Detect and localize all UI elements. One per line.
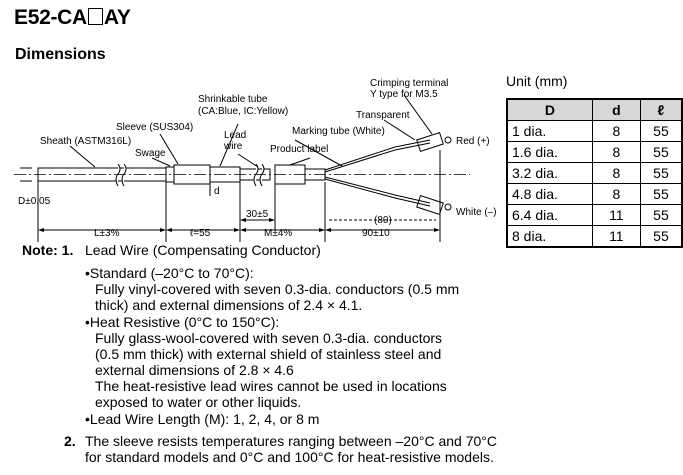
unit-label: Unit (mm) xyxy=(506,73,568,89)
cell-D: 1 dia. xyxy=(506,120,593,142)
cell-D: 6.4 dia. xyxy=(506,204,593,226)
label-lead-1: Lead xyxy=(224,130,246,141)
table-header-row: D d ℓ xyxy=(506,98,683,121)
header-l: ℓ xyxy=(639,98,683,121)
label-L: L±3% xyxy=(94,228,120,239)
label-shrinkable-1: Shrinkable tube xyxy=(198,94,268,105)
page-title: E52-CA AY xyxy=(14,6,131,30)
cell-D: 8 dia. xyxy=(506,225,593,248)
cell-l: 55 xyxy=(639,120,683,142)
cell-d: 8 xyxy=(591,183,641,205)
cell-l: 55 xyxy=(639,141,683,163)
heat-line-2: (0.5 mm thick) with external shield of s… xyxy=(95,346,442,362)
heat-line-1: Fully glass-wool-covered with seven 0.3-… xyxy=(95,330,443,346)
label-D: D±0.05 xyxy=(18,196,51,207)
label-shrinkable-2: (CA:Blue, IC:Yellow) xyxy=(198,106,288,117)
cell-d: 8 xyxy=(591,162,641,184)
note-1-label: Note: 1. xyxy=(22,242,74,258)
label-l: ℓ=55 xyxy=(190,228,211,239)
label-M: M±4% xyxy=(264,228,292,239)
title-suffix: AY xyxy=(103,6,131,29)
cell-D: 3.2 dia. xyxy=(506,162,593,184)
cell-l: 55 xyxy=(639,162,683,184)
heat-line-5: exposed to water or other liquids. xyxy=(95,394,302,410)
heat-line-4: The heat-resistive lead wires cannot be … xyxy=(95,378,447,394)
note-2-line-2: for standard models and 0°C and 100°C fo… xyxy=(85,449,494,465)
standard-heading: •Standard (–20°C to 70°C): xyxy=(85,265,254,281)
heat-line-3: external dimensions of 2.8 × 4.6 xyxy=(95,362,294,378)
label-30: 30±5 xyxy=(246,209,269,220)
cell-l: 55 xyxy=(639,204,683,226)
header-d: d xyxy=(591,98,641,121)
red-terminal-shape xyxy=(416,131,444,153)
label-red: Red (+) xyxy=(456,136,490,147)
cell-D: 1.6 dia. xyxy=(506,141,593,163)
white-terminal-shape xyxy=(416,194,444,216)
thermocouple-diagram: Sheath (ASTM316L) Sleeve (SUS304) Swage … xyxy=(14,78,497,242)
label-lead-2: wire xyxy=(223,141,243,152)
label-crimp-1: Crimping terminal xyxy=(370,78,448,89)
cell-D: 4.8 dia. xyxy=(506,183,593,205)
label-transparent: Transparent xyxy=(356,110,410,121)
label-marking-tube: Marking tube (White) xyxy=(292,126,385,137)
note-2-label: 2. xyxy=(64,433,76,449)
heat-heading: •Heat Resistive (0°C to 150°C): xyxy=(85,314,280,330)
label-swage: Swage xyxy=(135,148,166,159)
note-2-line-1: The sleeve resists temperatures ranging … xyxy=(85,433,497,449)
label-90: 90±10 xyxy=(362,228,390,239)
lead-length: •Lead Wire Length (M): 1, 2, 4, or 8 m xyxy=(85,411,320,427)
note-1-title: Lead Wire (Compensating Conductor) xyxy=(85,242,321,258)
label-white: White (–) xyxy=(456,207,497,218)
label-sleeve: Sleeve (SUS304) xyxy=(116,122,193,133)
placeholder-box xyxy=(87,8,103,25)
cell-d: 11 xyxy=(591,225,641,248)
cell-d: 8 xyxy=(591,120,641,142)
section-heading: Dimensions xyxy=(15,46,106,63)
label-80: (80) xyxy=(374,215,392,226)
header-D: D xyxy=(506,98,593,121)
cell-d: 8 xyxy=(591,141,641,163)
title-prefix: E52-CA xyxy=(14,6,87,29)
cell-l: 55 xyxy=(639,225,683,248)
cell-d: 11 xyxy=(591,204,641,226)
label-crimp-2: Y type for M3.5 xyxy=(370,89,438,100)
label-sheath: Sheath (ASTM316L) xyxy=(40,136,131,147)
cell-l: 55 xyxy=(639,183,683,205)
label-d: d xyxy=(214,186,220,197)
standard-line-1: Fully vinyl-covered with seven 0.3-dia. … xyxy=(95,281,460,297)
standard-line-2: thick) and external dimensions of 2.4 × … xyxy=(95,297,363,313)
label-product: Product label xyxy=(270,144,328,155)
